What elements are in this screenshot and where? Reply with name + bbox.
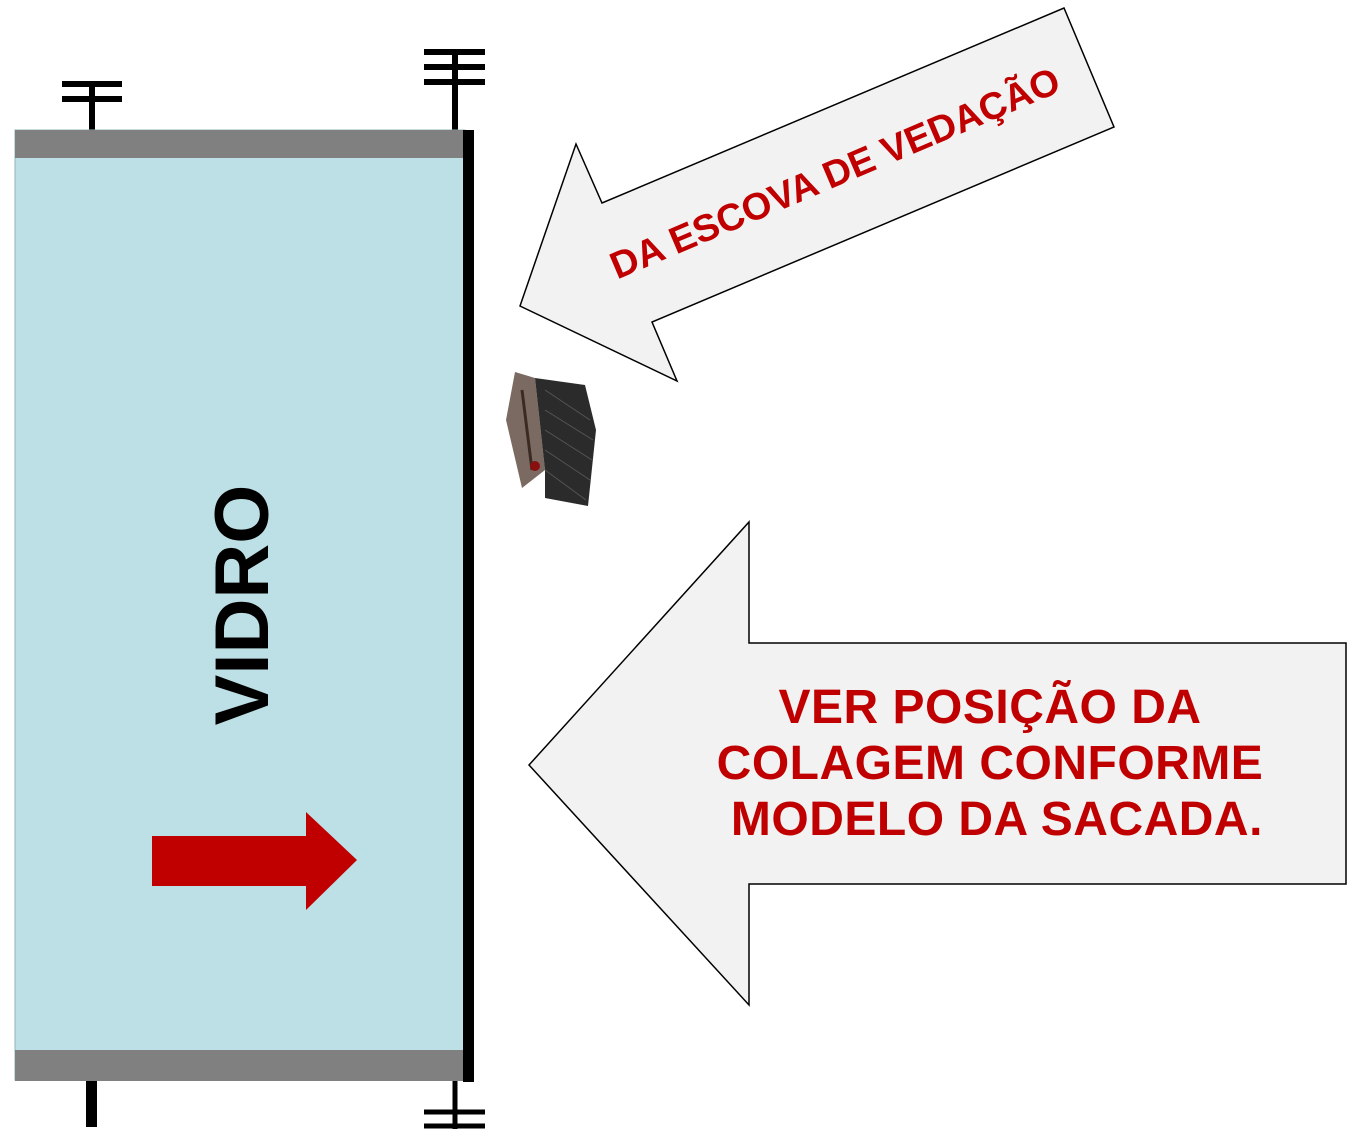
position-note-line-3: MODELO DA SACADA. <box>717 793 1263 846</box>
top-left-hanger-fitting <box>62 81 122 130</box>
position-note-line-2: COLAGEM CONFORME <box>716 737 1264 790</box>
position-note-arrow <box>527 520 1347 1007</box>
brush-callout-arrow <box>519 7 1115 383</box>
position-note: VER POSIÇÃO DA COLAGEM CONFORME MODELO D… <box>640 680 1340 848</box>
right-edge-seal <box>463 130 474 1082</box>
bottom-profile <box>15 1050 470 1081</box>
sealing-brush-image <box>503 372 598 508</box>
top-right-hanger-fitting <box>424 49 485 130</box>
bottom-right-fitting <box>424 1081 485 1129</box>
top-profile <box>15 130 465 158</box>
glass-label: VIDRO <box>200 485 285 726</box>
bottom-left-fitting <box>86 1081 97 1127</box>
position-note-line-1: VER POSIÇÃO DA <box>778 681 1202 734</box>
direction-arrow-right-icon <box>152 812 357 910</box>
